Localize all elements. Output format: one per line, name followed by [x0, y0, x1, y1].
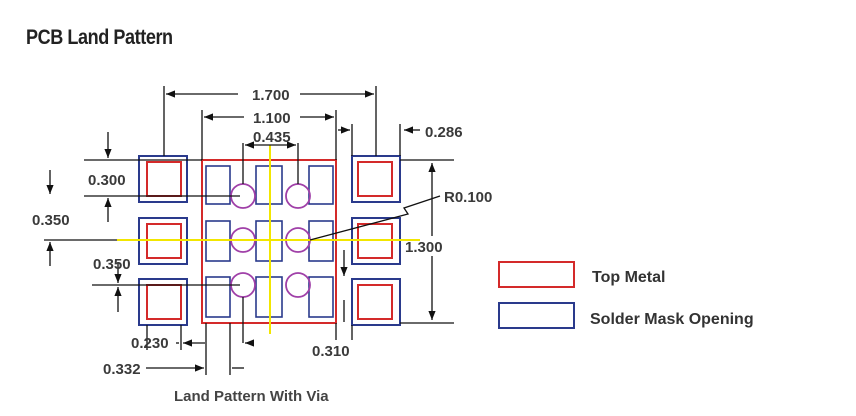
legend-swatch-top-metal — [498, 261, 575, 288]
pad-left-top-mask — [138, 155, 188, 203]
pad-left-top-metal — [146, 161, 182, 197]
dim-gap: 0.310 — [312, 343, 350, 360]
pad-right-bot-metal — [357, 284, 393, 320]
dim-via-pitch: 0.435 — [253, 129, 291, 146]
dim-row-pitch-1: 0.350 — [32, 212, 70, 229]
dim-pad-height: 0.300 — [88, 172, 126, 189]
page-title: PCB Land Pattern — [26, 26, 173, 49]
dim-overall-height: 1.300 — [405, 239, 443, 256]
legend-label-solder-mask: Solder Mask Opening — [590, 311, 754, 328]
pad-right-top-metal — [357, 161, 393, 197]
centerlines — [117, 145, 420, 334]
diagram-caption: Land Pattern With Via — [174, 388, 329, 405]
dim-radius: R0.100 — [444, 189, 492, 206]
dim-pad-size-a: 0.230 — [131, 335, 169, 352]
dim-row-pitch-2: 0.350 — [93, 256, 131, 273]
dim-pad-width: 0.286 — [425, 124, 463, 141]
dimension-lines — [44, 86, 454, 375]
pad-left-bot-metal — [146, 284, 182, 320]
pad-left-bot-mask — [138, 278, 188, 326]
legend-swatch-solder-mask — [498, 302, 575, 329]
legend: Top Metal Solder Mask Opening — [498, 261, 754, 329]
dim-inner-width: 1.100 — [253, 110, 291, 127]
pad-right-bot-mask — [351, 278, 401, 326]
legend-label-top-metal: Top Metal — [592, 269, 665, 286]
dim-pad-size-b: 0.332 — [103, 361, 141, 378]
dim-overall-width: 1.700 — [252, 87, 290, 104]
